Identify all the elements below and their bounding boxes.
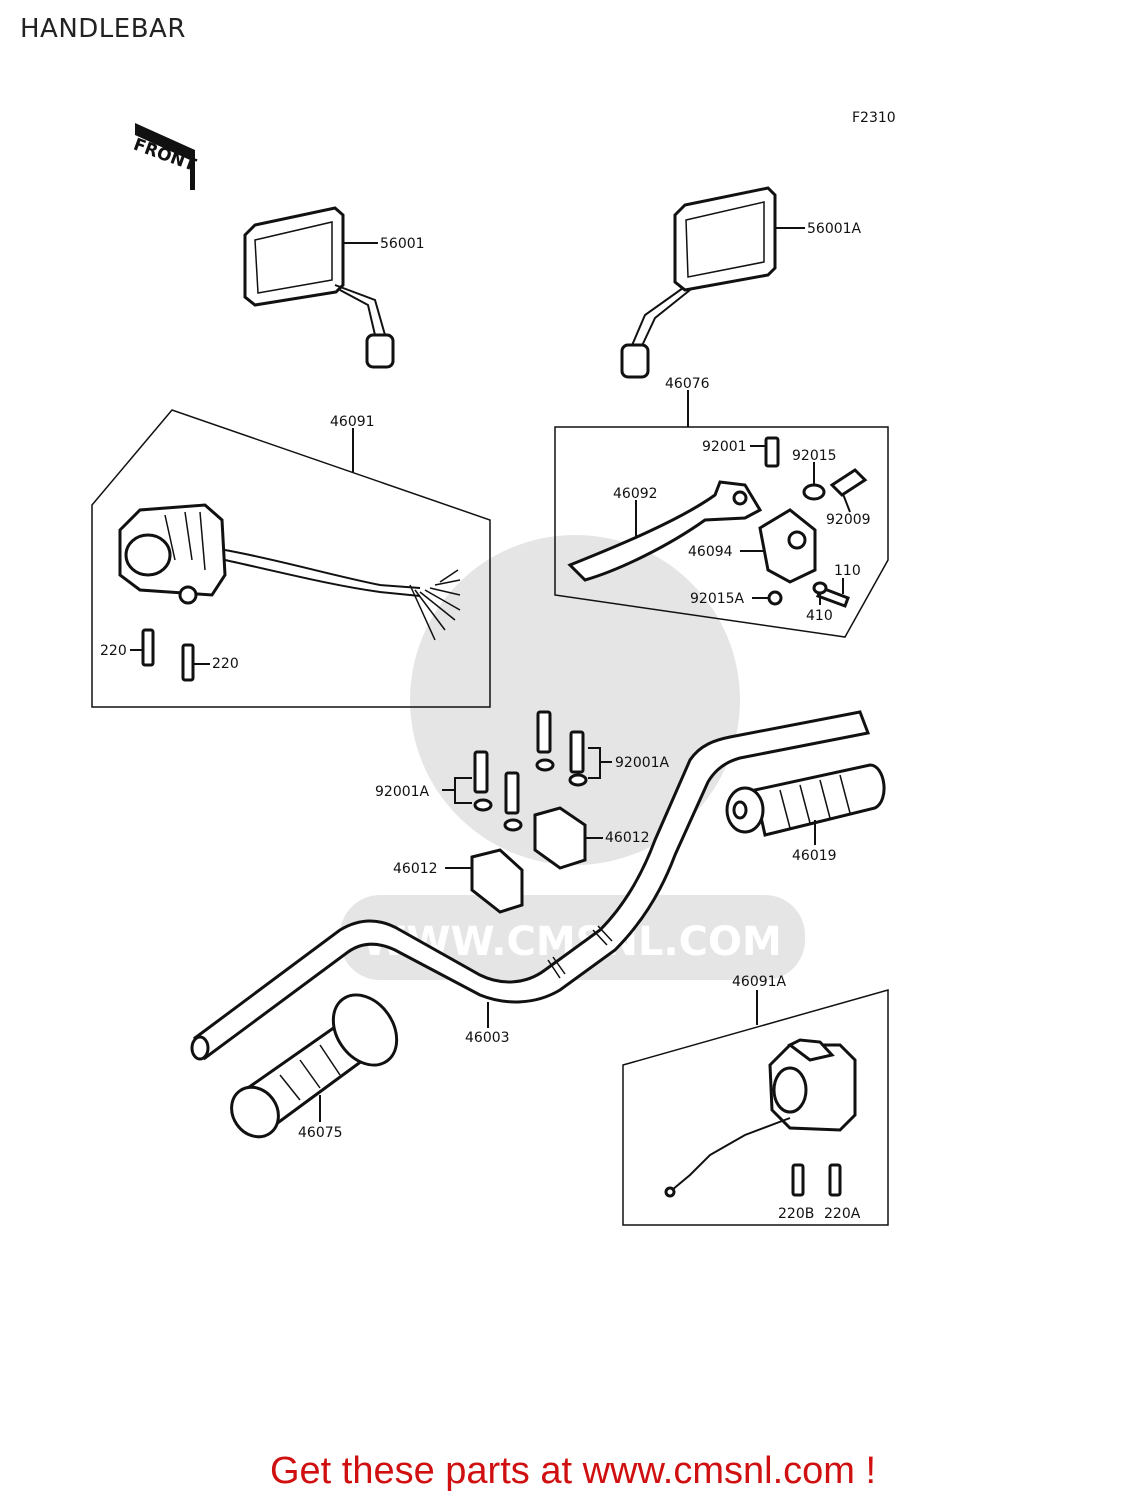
label-92001: 92001 — [702, 439, 747, 455]
label-92015A: 92015A — [690, 591, 745, 607]
label-46076: 46076 — [665, 376, 710, 392]
screw-220-a — [130, 628, 155, 667]
label-46012-right: 46012 — [605, 830, 650, 846]
label-220B: 220B — [778, 1206, 814, 1222]
watermark-logo: WWW.CMSNL.COM — [340, 535, 805, 980]
washer-410 — [812, 581, 828, 605]
handlebar-holder-upper-left — [445, 848, 524, 914]
promo-banner-link[interactable]: Get these parts at www.cmsnl.com ! — [269, 1450, 877, 1492]
adjuster-92009 — [829, 468, 868, 513]
label-92001A-left: 92001A — [375, 784, 430, 800]
label-46075: 46075 — [298, 1125, 343, 1141]
label-92015: 92015 — [792, 448, 837, 464]
left-switch-assembly-box — [91, 409, 491, 708]
figure-code: F2310 — [852, 110, 896, 126]
label-46091: 46091 — [330, 414, 375, 430]
mirror-left — [243, 206, 395, 369]
label-56001A: 56001A — [807, 221, 862, 237]
label-220-a: 220 — [100, 643, 127, 659]
label-220A: 220A — [824, 1206, 861, 1222]
label-46012-left: 46012 — [393, 861, 438, 877]
handlebar-holder-upper-right — [533, 806, 603, 870]
label-92009: 92009 — [826, 512, 871, 528]
label-46094: 46094 — [688, 544, 733, 560]
screw-220B — [791, 1163, 805, 1197]
nut-92015A — [752, 590, 783, 606]
page-title: HANDLEBAR — [20, 14, 186, 44]
label-220-b: 220 — [212, 656, 239, 672]
label-46019: 46019 — [792, 848, 837, 864]
left-switch-housing — [118, 503, 461, 641]
label-46092: 46092 — [613, 486, 658, 502]
left-grip-46075 — [230, 993, 399, 1139]
label-56001: 56001 — [380, 236, 425, 252]
front-direction-marker: FRONT — [131, 123, 199, 190]
screw-220A — [828, 1163, 842, 1197]
lever-holder — [740, 508, 817, 584]
handlebar-46003 — [190, 710, 871, 1061]
bolt-92001 — [750, 436, 780, 468]
label-110: 110 — [834, 563, 861, 579]
screw-220-b — [181, 643, 210, 682]
label-46003: 46003 — [465, 1030, 510, 1046]
bolts-92001A-right — [535, 710, 612, 787]
mirror-right — [620, 186, 805, 379]
label-410: 410 — [806, 608, 833, 624]
label-46091A: 46091A — [732, 974, 787, 990]
bolts-92001A-left — [442, 750, 523, 832]
washer-92015 — [802, 462, 826, 501]
right-switch-assembly-box — [622, 989, 889, 1226]
right-switch-housing — [664, 1038, 857, 1198]
throttle-grip-46019 — [725, 763, 886, 845]
clutch-lever — [567, 480, 763, 582]
lever-assembly-box — [554, 390, 889, 638]
label-92001A-right: 92001A — [615, 755, 670, 771]
